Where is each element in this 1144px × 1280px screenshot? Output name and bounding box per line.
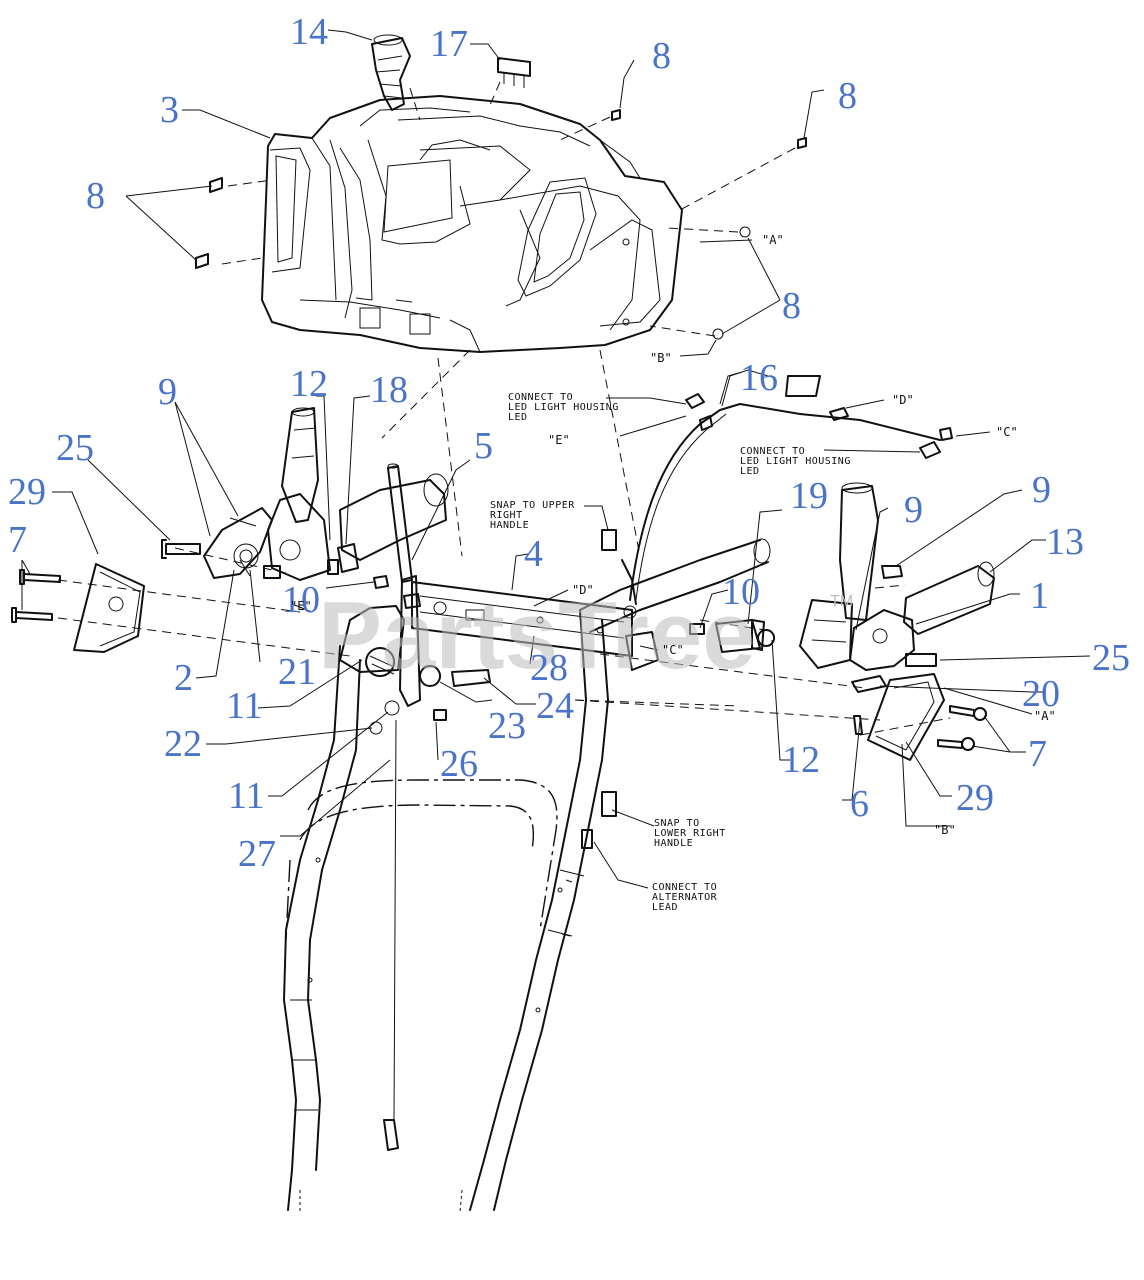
callout-6: 6 bbox=[850, 783, 869, 825]
callout-29: 29 bbox=[956, 777, 994, 819]
callout-3: 3 bbox=[160, 89, 179, 131]
note-snap-upper: SNAP TO UPPER RIGHT HANDLE bbox=[490, 500, 581, 531]
callout-24: 24 bbox=[536, 685, 574, 727]
callout-4: 4 bbox=[524, 533, 543, 575]
callout-8: 8 bbox=[652, 35, 671, 77]
ref-c: "C" bbox=[662, 643, 684, 657]
callout-19: 19 bbox=[790, 475, 828, 517]
left-lever-bracket bbox=[161, 507, 281, 579]
callout-1: 1 bbox=[1030, 575, 1049, 617]
callout-9: 9 bbox=[1032, 469, 1051, 511]
callout-16: 16 bbox=[740, 357, 778, 399]
right-bolts bbox=[853, 705, 987, 751]
reference-letters: "A" "B" "D" "C" "E" "E" "D" "C" "A" "B" bbox=[290, 233, 1056, 837]
ref-e: "E" bbox=[290, 599, 312, 613]
callout-7: 7 bbox=[1028, 733, 1047, 775]
callout-11: 11 bbox=[228, 775, 265, 817]
chute-control-knob bbox=[371, 34, 411, 111]
ref-a: "A" bbox=[1034, 709, 1056, 723]
callout-25: 25 bbox=[1092, 637, 1130, 679]
callout-8: 8 bbox=[86, 175, 105, 217]
left-upper-handle bbox=[267, 407, 449, 581]
light-lens-clip bbox=[497, 57, 531, 88]
watermark-tm: TM bbox=[830, 593, 853, 610]
ref-e: "E" bbox=[548, 433, 570, 447]
ref-c: "C" bbox=[996, 425, 1018, 439]
callout-11: 11 bbox=[226, 685, 263, 727]
drive-cable-assembly bbox=[339, 463, 491, 1151]
callout-27: 27 bbox=[238, 833, 276, 875]
callout-leaders bbox=[21, 29, 1091, 889]
callout-14: 14 bbox=[290, 11, 328, 53]
callout-9: 9 bbox=[158, 371, 177, 413]
watermark-text: PartsTree bbox=[318, 582, 756, 689]
callout-8: 8 bbox=[838, 75, 857, 117]
callout-20: 20 bbox=[1022, 673, 1060, 715]
callout-9: 9 bbox=[904, 489, 923, 531]
note-snap-lower: SNAP TO LOWER RIGHT HANDLE bbox=[654, 818, 732, 849]
callout-10: 10 bbox=[282, 579, 320, 621]
callout-5: 5 bbox=[474, 425, 493, 467]
callout-10: 10 bbox=[722, 571, 760, 613]
left-bolts bbox=[11, 569, 61, 623]
ref-d: "D" bbox=[892, 393, 914, 407]
callout-23: 23 bbox=[488, 705, 526, 747]
assembly-notes: CONNECT TO LED LIGHT HOUSING LED CONNECT… bbox=[490, 392, 857, 913]
callout-numbers: 14 17 8 8 3 8 8 16 12 18 9 25 29 7 5 4 1… bbox=[8, 11, 1130, 875]
callout-7: 7 bbox=[8, 519, 27, 561]
callout-17: 17 bbox=[430, 23, 468, 65]
dash-console-housing bbox=[261, 95, 683, 353]
ref-a: "A" bbox=[762, 233, 784, 247]
ref-d: "D" bbox=[572, 583, 594, 597]
callout-12: 12 bbox=[290, 363, 328, 405]
callout-8: 8 bbox=[782, 285, 801, 327]
callout-25: 25 bbox=[56, 427, 94, 469]
right-side-cover bbox=[867, 673, 945, 761]
callout-18: 18 bbox=[370, 369, 408, 411]
callout-2: 2 bbox=[174, 657, 193, 699]
note-alternator: CONNECT TO ALTERNATOR LEAD bbox=[652, 882, 724, 913]
callout-13: 13 bbox=[1046, 521, 1084, 563]
handle-frame bbox=[283, 538, 771, 1213]
ref-b: "B" bbox=[934, 823, 956, 837]
callout-26: 26 bbox=[440, 743, 478, 785]
callout-22: 22 bbox=[164, 723, 202, 765]
note-led-left: CONNECT TO LED LIGHT HOUSING LED bbox=[508, 392, 625, 423]
right-hand-grip bbox=[881, 561, 995, 635]
note-led-right: CONNECT TO LED LIGHT HOUSING LED bbox=[740, 446, 857, 477]
handle-panel bbox=[411, 581, 633, 657]
left-side-cover bbox=[73, 563, 145, 653]
ref-b: "B" bbox=[650, 351, 672, 365]
callout-21: 21 bbox=[278, 651, 316, 693]
callout-28: 28 bbox=[530, 647, 568, 689]
light-wire-harness bbox=[601, 371, 953, 601]
callout-29: 29 bbox=[8, 471, 46, 513]
console-screws bbox=[195, 109, 807, 340]
callout-12: 12 bbox=[782, 739, 820, 781]
